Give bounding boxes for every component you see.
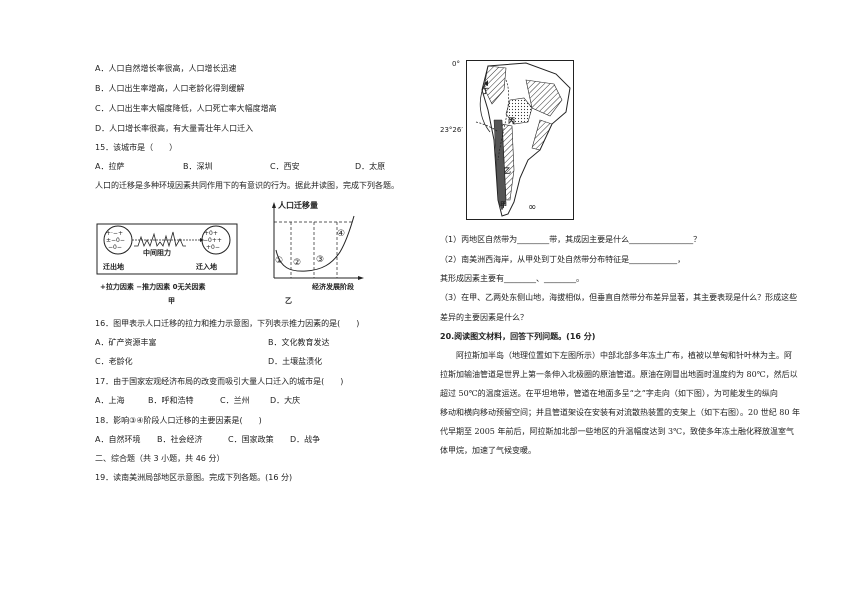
q15-option-c: C．西安 [270,162,300,171]
svg-text:−0++: −0++ [203,237,222,244]
yi-stage-4: ④ [337,229,346,239]
figure-jia: +·−+ ±−0− −0− +0+ −0++ +0− [96,223,238,275]
intro-text: 人口的迁移是多种环境因素共同作用下的有意识的行为。据此并读图，完成下列各题。 [95,181,399,190]
q17-option-b: B．呼和浩特 [148,396,194,405]
q17-option-d: D．大庆 [270,396,301,405]
q17-stem: 17．由于国家宏观经济布局的改变而吸引大量人口迁入的城市是( ) [95,377,344,386]
q20-line-6: 体甲烷，加速了气候变暖。 [440,446,536,455]
q18-option-a: A．自然环境 [95,435,141,444]
map-label-yi: 乙 [504,167,511,175]
jia-legend: +拉力因素 −推力因素 0无关因素 [100,283,206,291]
q15-option-a: A．拉萨 [95,162,125,171]
q19-part2-line2: 其形成因素主要有________、________。 [440,274,584,283]
q16-option-c: C．老龄化 [95,357,133,366]
q16-option-d: D．土壤盐渍化 [268,357,323,366]
svg-text:+0+: +0+ [204,230,218,237]
q18-option-d: D．战争 [290,435,321,444]
q15-option-d: D．太原 [355,162,386,171]
q17-option-c: C．兰州 [220,396,250,405]
jia-out-label: 迁出地 [103,263,124,271]
q15-stem: 15．该城市是（ ） [95,143,178,152]
q18-option-b: B．社会经济 [157,435,203,444]
yi-stage-1: ① [275,256,284,266]
svg-text:+·−+: +·−+ [106,230,123,237]
q20-line-3: 超过 50℃的温度运送。在平坦地带，管道在地面多呈“之”字走向（如下图），为可能… [440,389,778,398]
q19-stem: 19．读南美洲局部地区示意图。完成下列各题。(16 分) [95,473,293,482]
q14-option-a: A．人口自然增长率很高，人口增长迅速 [95,64,237,73]
q18-stem: 18．影响③④阶段人口迁移的主要因素是( ) [95,416,262,425]
svg-text:−0−: −0− [108,244,122,251]
map-label-jia: 甲 [500,201,507,209]
svg-text:∞: ∞ [528,202,536,213]
q19-part1: （1）丙地区自然带为________带，其成因主要是什么____________… [440,235,702,244]
q14-option-d: D．人口增长率很高，有大量青壮年人口迁入 [95,124,254,133]
yi-figure-name: 乙 [285,297,292,305]
jia-figure-name: 甲 [168,297,175,305]
q15-option-b: B．深圳 [183,162,213,171]
q20-title: 20.阅读图文材料，回答下列问题。(16 分) [440,332,596,341]
south-america-map: ∞ [466,60,574,220]
q20-line-4: 移动和横向移动预留空间；并且管道架设在安装有对流散热装置的支架上（如下右图）。2… [440,408,800,417]
q14-option-b: B．人口出生率增高，人口老龄化得到缓解 [95,84,245,93]
q18-option-c: C．国家政策 [228,435,274,444]
jia-mid-label: 中间阻力 [143,249,171,257]
svg-text:±−0−: ±−0− [106,237,125,244]
jia-in-label: 迁入地 [196,263,217,271]
section-2-heading: 二、综合题（共 3 小题，共 46 分） [95,454,225,463]
map-lat-0: 0° [452,60,460,68]
map-label-ding: 丁 [482,87,489,95]
yi-ylabel: 人口迁移量 [278,201,318,210]
figure-yi [272,202,364,280]
q20-line-2: 拉斯加输油管道是世界上第一条伸入北极圈的原油管道。原油在刚冒出地面时温度约为 8… [440,370,798,379]
q16-stem: 16．图甲表示人口迁移的拉力和推力示意图，下列表示推力因素的是( ) [95,319,360,328]
q19-part3-line2: 差异的主要因素是什么？ [440,313,528,322]
svg-text:+0−: +0− [206,244,220,251]
map-label-bing: 丙 [508,117,515,125]
q19-part2-line1: （2）南美洲西海岸，从甲处到丁处自然带分布特征是____________， [440,255,686,264]
map-lat-2326: 23°26′ [440,126,463,134]
yi-xlabel: 经济发展阶段 [312,283,354,291]
q20-line-5: 代早期至 2005 年前后，阿拉斯加北部一些地区的升温幅度达到 3℃，致使多年冻… [440,427,795,436]
q14-option-c: C．人口出生率大幅度降低，人口死亡率大幅度增高 [95,104,277,113]
q16-option-a: A．矿产资源丰富 [95,338,157,347]
q19-part3-line1: （3）在甲、乙两处东侧山地，海拔相似，但垂直自然带分布差异显著，其主要表现是什么… [440,293,798,302]
q17-option-a: A．上海 [95,396,125,405]
q20-line-1: 阿拉斯加半岛（地理位置如下左图所示）中部北部多年冻土广布，植被以草甸和针叶林为主… [456,351,792,360]
q16-option-b: B．文化教育发达 [268,338,330,347]
yi-stage-3: ③ [316,255,325,265]
yi-stage-2: ② [293,258,302,268]
